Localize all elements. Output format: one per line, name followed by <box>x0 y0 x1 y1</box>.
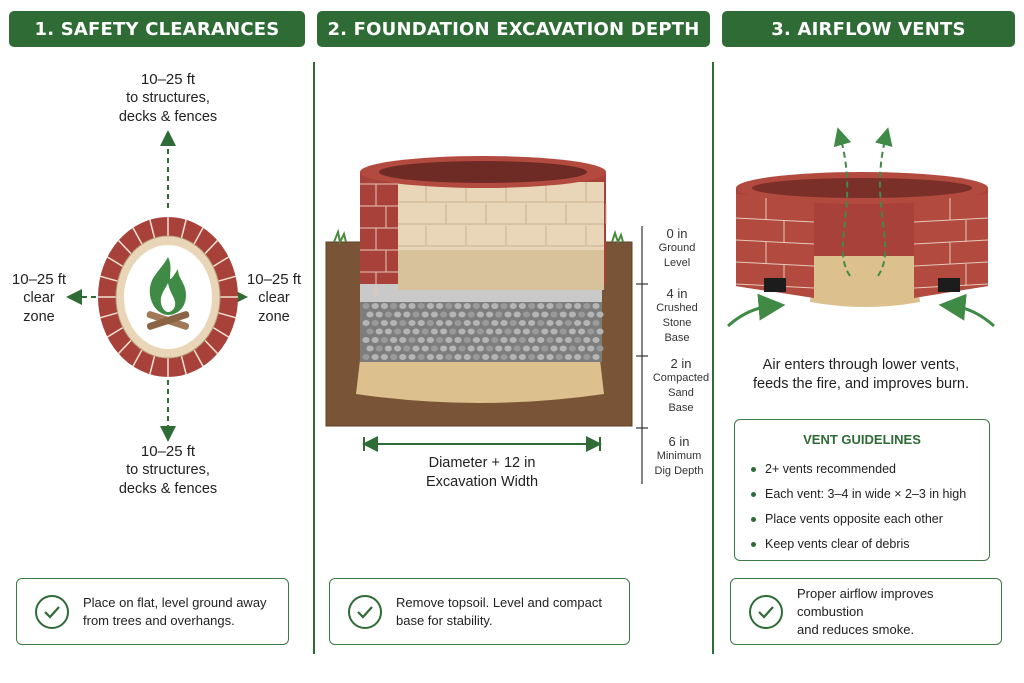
safety-note-line1: Place on flat, level ground away <box>83 594 267 610</box>
foundation-note-line2: base for stability. <box>396 612 493 628</box>
safety-note-line2: from trees and overhangs. <box>83 612 235 628</box>
airflow-note-line2: and reduces smoke. <box>797 621 915 637</box>
clearance-arrows <box>66 130 248 442</box>
foundation-note-line1: Remove topsoil. Level and compact <box>396 594 602 610</box>
right-clearance-label: 10–25 ft clear zone <box>246 271 302 325</box>
excavation-width-label: Diameter + 12 in Excavation Width <box>425 455 539 490</box>
airflow-note: Proper airflow improves combustion and r… <box>730 578 1002 645</box>
column-divider-1 <box>313 62 315 654</box>
depth-scale <box>636 226 648 484</box>
header-airflow-vents: 3. AIRFLOW VENTS <box>722 11 1015 47</box>
guideline-item: Place vents opposite each other <box>751 507 989 532</box>
guideline-item: Keep vents clear of debris <box>751 532 989 557</box>
campfire-icon <box>146 257 190 330</box>
depth-label-dig: 6 in Minimum Dig Depth <box>654 434 704 477</box>
header-foundation-depth: 2. FOUNDATION EXCAVATION DEPTH <box>317 11 710 47</box>
foundation-note: Remove topsoil. Level and compact base f… <box>329 578 630 645</box>
fire-pit-top-view <box>98 217 238 377</box>
guideline-item: 2+ vents recommended <box>751 457 989 482</box>
bottom-clearance-label: 10–25 ft to structures, decks & fences <box>118 443 218 497</box>
depth-label-sand: 2 in Compacted Sand Base <box>652 356 710 414</box>
airflow-caption: Air enters through lower vents, feeds th… <box>752 357 969 392</box>
excavation-cross-section <box>325 156 633 427</box>
safety-note: Place on flat, level ground away from tr… <box>16 578 289 645</box>
vent-guidelines-title: VENT GUIDELINES <box>803 432 921 447</box>
top-clearance-label: 10–25 ft to structures, decks & fences <box>118 71 218 125</box>
airflow-note-line1: Proper airflow improves combustion <box>797 585 934 619</box>
header-safety-clearances: 1. SAFETY CLEARANCES <box>9 11 305 47</box>
vent-guidelines-box: VENT GUIDELINES 2+ vents recommended Eac… <box>734 419 990 561</box>
guideline-item: Each vent: 3–4 in wide × 2–3 in high <box>751 482 989 507</box>
column-divider-2 <box>712 62 714 654</box>
airflow-fire-pit <box>726 127 996 328</box>
check-circle-icon <box>35 594 69 629</box>
check-circle-icon <box>749 594 783 629</box>
width-dimension-line <box>362 436 602 452</box>
check-circle-icon <box>348 594 382 629</box>
depth-label-stone: 4 in Crushed Stone Base <box>656 286 698 344</box>
depth-label-ground: 0 in Ground Level <box>658 226 696 269</box>
left-clearance-label: 10–25 ft clear zone <box>11 271 67 325</box>
